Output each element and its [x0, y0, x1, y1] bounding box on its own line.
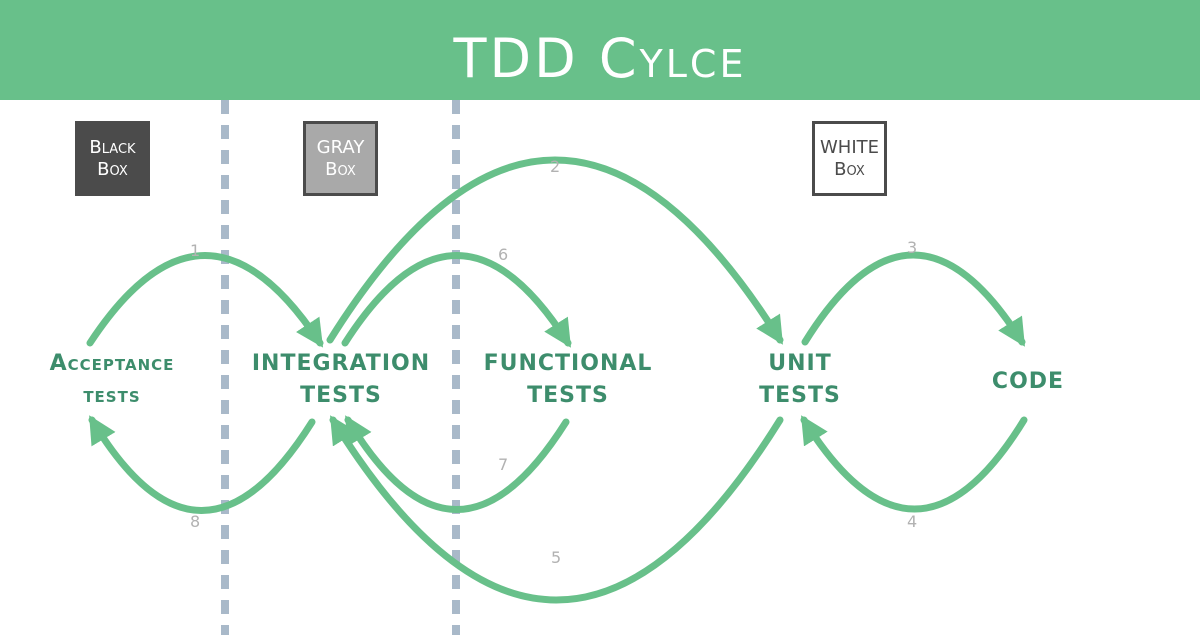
step-label-7: 7: [498, 455, 509, 474]
arrow-1: [86, 252, 324, 348]
white-box-line1: WHITE: [819, 136, 879, 158]
gray-box-line2: Box: [325, 158, 356, 180]
node-code: CODE: [968, 366, 1088, 398]
black-box-line1: Black: [89, 136, 136, 158]
page-title: TDD Cylce: [453, 26, 747, 90]
step-label-3: 3: [907, 238, 918, 257]
white-box-line2: Box: [834, 158, 865, 180]
arrow-3: [801, 251, 1026, 347]
step-label-1: 1: [190, 241, 201, 260]
node-functional-tests: FUNCTIONAL TESTS: [478, 348, 658, 412]
node-integration-line2: TESTS: [300, 382, 382, 408]
step-label-2: 2: [550, 157, 561, 176]
step-label-5: 5: [551, 548, 562, 567]
arrow-6: [341, 252, 572, 348]
arrow-5: [329, 415, 784, 604]
white-box-tag: WHITE Box: [812, 121, 887, 196]
arrow-7: [344, 415, 570, 513]
gray-box-tag: GRAY Box: [303, 121, 378, 196]
node-functional-line1: FUNCTIONAL: [483, 351, 653, 376]
arrow-2: [326, 156, 784, 345]
step-label-8: 8: [190, 512, 201, 531]
node-acceptance-line1: Acceptance: [49, 351, 175, 376]
node-functional-line2: TESTS: [527, 382, 609, 408]
arrow-8: [88, 415, 316, 514]
divider-left: [221, 100, 229, 635]
node-unit-tests: UNIT TESTS: [740, 348, 860, 412]
node-integration-line1: INTEGRATION: [251, 351, 431, 376]
step-label-4: 4: [907, 512, 918, 531]
gray-box-line1: GRAY: [316, 136, 365, 158]
divider-right: [452, 100, 460, 635]
node-unit-line1: UNIT: [768, 351, 832, 376]
node-code-label: CODE: [991, 369, 1065, 394]
node-acceptance-tests: Acceptance tests: [22, 348, 202, 412]
title-banner: TDD Cylce: [0, 0, 1200, 100]
step-label-6: 6: [498, 245, 509, 264]
arrow-4: [800, 415, 1028, 513]
node-acceptance-line2: tests: [83, 382, 141, 408]
node-unit-line2: TESTS: [759, 382, 841, 408]
black-box-tag: Black Box: [75, 121, 150, 196]
node-integration-tests: INTEGRATION TESTS: [246, 348, 436, 412]
black-box-line2: Box: [97, 158, 128, 180]
